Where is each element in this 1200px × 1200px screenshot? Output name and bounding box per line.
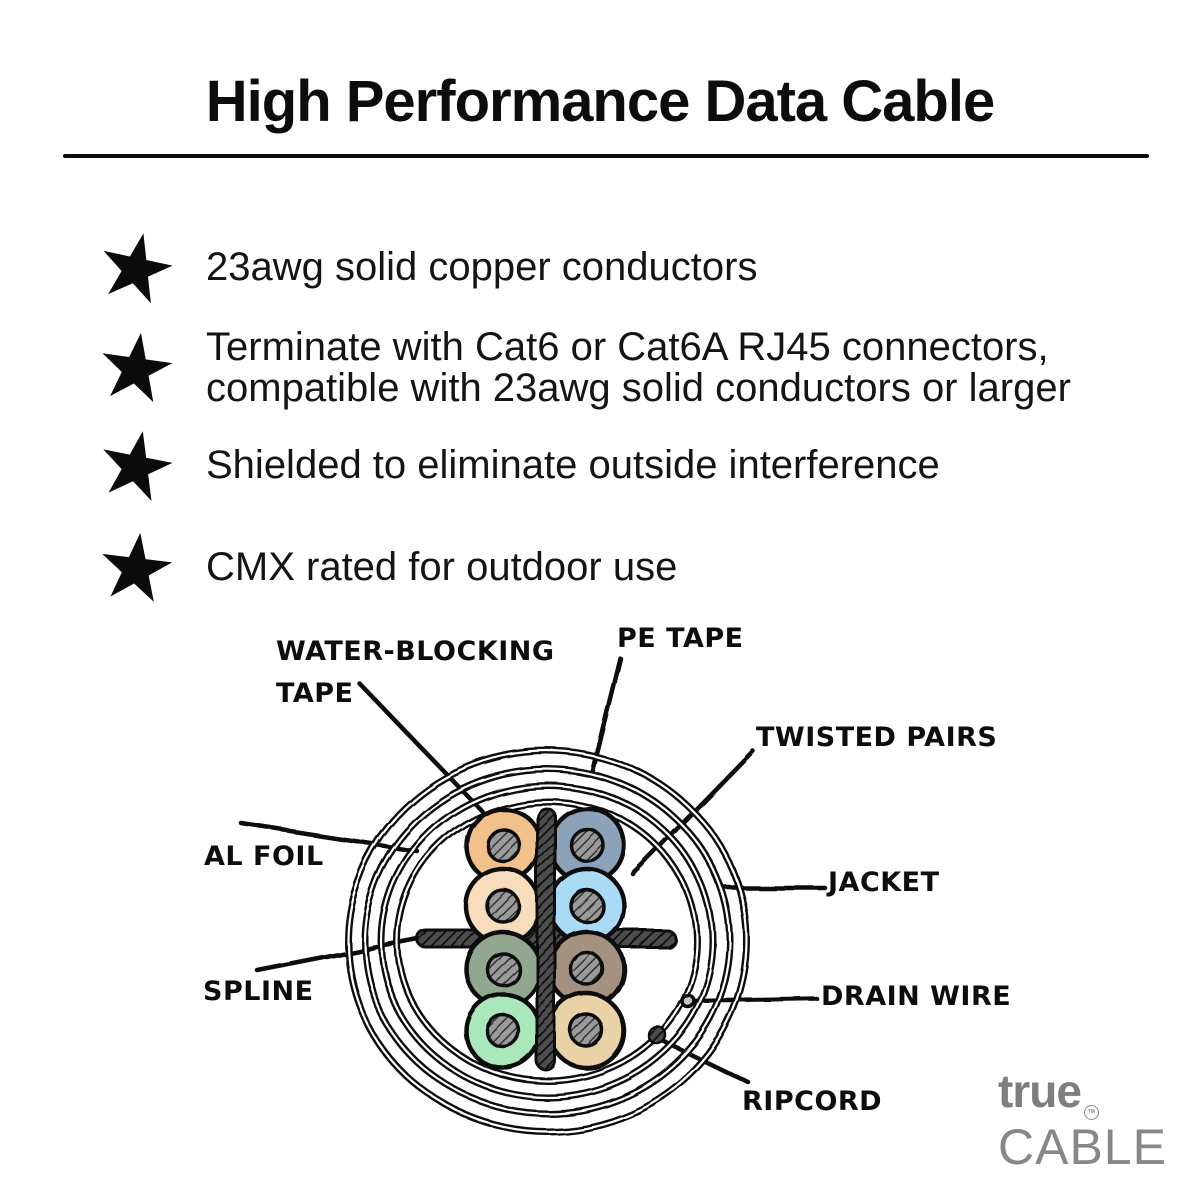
leader-al-foil — [239, 821, 420, 854]
conductor-core — [485, 827, 521, 863]
title-underline — [63, 154, 1149, 158]
label-ripcord: RIPCORD — [742, 1086, 883, 1117]
feature-row: ★ 23awg solid copper conductors — [85, 207, 758, 329]
spline-vertical-bar — [535, 806, 557, 1072]
ring-al-foil — [377, 781, 717, 1101]
conductor-core — [569, 888, 605, 924]
label-water-blocking-tape-line2: TAPE — [276, 678, 354, 709]
ripcord-dot — [647, 1025, 667, 1045]
label-twisted-pairs: TWISTED PAIRS — [756, 722, 998, 753]
conductor-core — [485, 951, 521, 987]
page-title: High Performance Data Cable — [205, 69, 995, 134]
feature-row: ★ Terminate with Cat6 or Cat6A RJ45 conn… — [88, 309, 1111, 426]
conductor-core — [485, 1013, 521, 1049]
conductor-core — [569, 951, 605, 987]
leader-pe-tape — [589, 655, 623, 775]
feature-text: 23awg solid copper conductors — [206, 245, 758, 290]
feature-row: ★ CMX rated for outdoor use — [89, 509, 678, 625]
conductor-pair-4-left — [463, 991, 543, 1071]
conductor-pair-3-left — [463, 929, 543, 1009]
leader-spline — [254, 935, 423, 973]
drain-wire-dot — [680, 993, 696, 1009]
ring-jacket — [343, 747, 751, 1135]
label-al-foil: AL FOIL — [204, 841, 324, 872]
conductor-core — [569, 827, 605, 863]
conductor-pair-3-right — [547, 929, 627, 1009]
logo-wordmark-cable: CABLE — [998, 1119, 1167, 1175]
ring-water-blocking-tape — [360, 765, 734, 1117]
label-pe-tape: PE TAPE — [617, 623, 744, 654]
trademark-icon: TM — [1083, 1105, 1099, 1120]
feature-text: Terminate with Cat6 or Cat6A RJ45 connec… — [206, 324, 1071, 410]
label-jacket: JACKET — [828, 867, 940, 898]
conductor-pair-4-right — [547, 991, 627, 1071]
ring-pe-tape — [393, 797, 701, 1085]
conductor-core — [569, 1013, 605, 1049]
feature-text: CMX rated for outdoor use — [206, 545, 678, 590]
feature-text: Shielded to eliminate outside interferen… — [206, 443, 940, 488]
label-drain-wire: DRAIN WIRE — [821, 981, 1012, 1012]
feature-row: ★ Shielded to eliminate outside interfer… — [85, 405, 940, 526]
leader-drain-wire — [693, 996, 820, 1004]
conductor-core — [485, 888, 521, 924]
logo-wordmark-true: true — [998, 1065, 1082, 1117]
label-water-blocking-tape: WATER-BLOCKING — [276, 636, 555, 667]
label-spline: SPLINE — [203, 976, 314, 1007]
